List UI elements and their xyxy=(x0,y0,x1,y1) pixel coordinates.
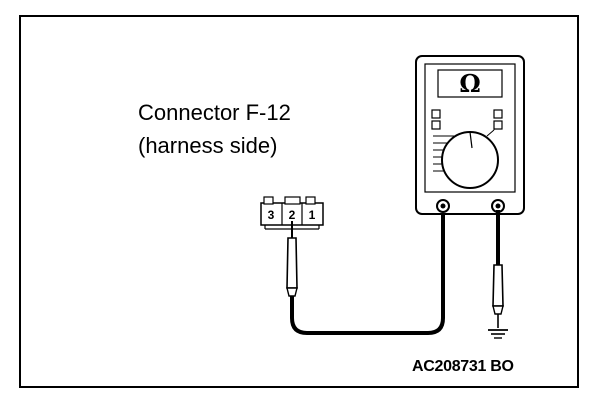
harness-side-label: (harness side) xyxy=(138,133,278,158)
ground-probe xyxy=(492,264,504,328)
connector-pin-1: 1 xyxy=(309,208,316,222)
connector-pin-2: 2 xyxy=(289,208,296,222)
ground-icon xyxy=(488,329,508,339)
test-lead-wire xyxy=(290,210,445,335)
diagram-frame xyxy=(19,15,579,388)
test-probe-icon xyxy=(286,221,298,297)
ohmmeter-icon: Ω xyxy=(415,55,525,215)
figure-id: AC208731 BO xyxy=(412,358,514,375)
ohm-symbol: Ω xyxy=(459,69,480,98)
connector-pin-3: 3 xyxy=(268,208,275,222)
connector-label: Connector F-12 xyxy=(138,100,291,125)
